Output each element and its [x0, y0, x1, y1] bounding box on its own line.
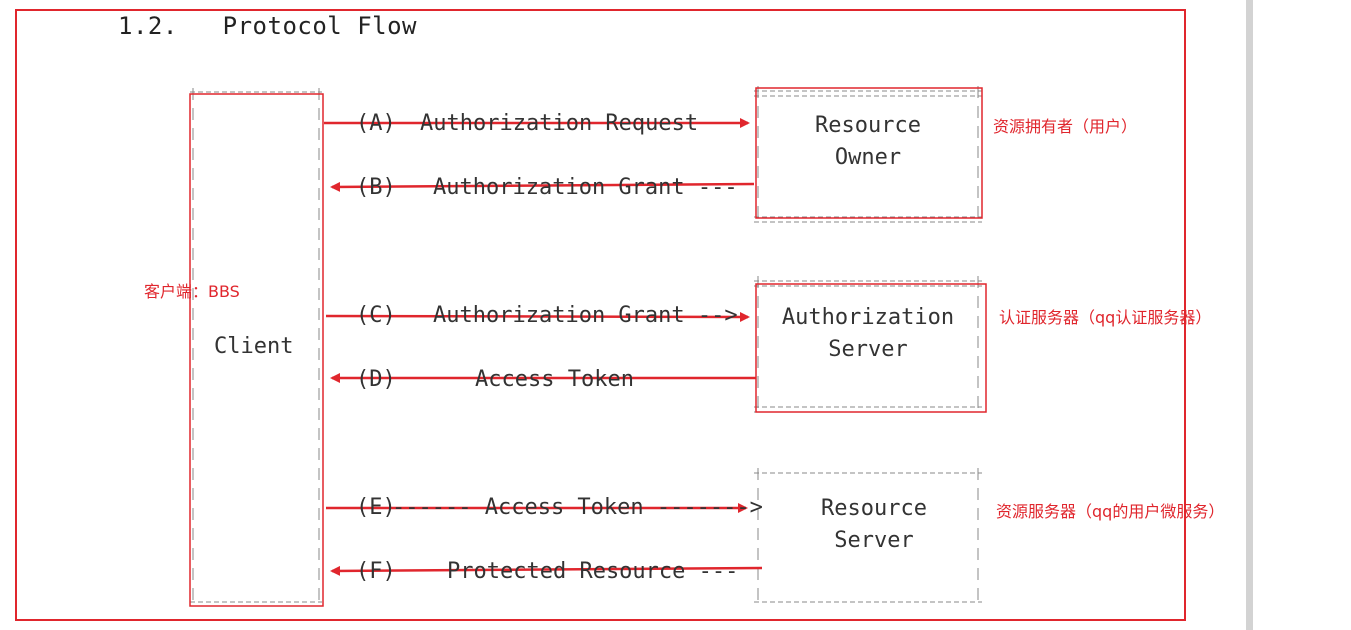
flow-d-label: Access Token: [475, 367, 634, 392]
client-label: Client: [214, 334, 294, 359]
authorization-server-highlight: [755, 283, 987, 413]
resource-owner-line2: Owner: [834, 145, 902, 170]
section-number: 1.2.: [118, 12, 178, 40]
client-box: [190, 88, 322, 606]
arrow-c: [325, 311, 750, 322]
client-note: 客户端：BBS: [144, 282, 240, 301]
section-title-text: Protocol Flow: [222, 12, 417, 40]
scrollbar[interactable]: [1246, 0, 1253, 630]
flow-a-label: Authorization Request: [420, 111, 699, 136]
flow-arrows: [324, 118, 763, 576]
arrow-f: [330, 565, 763, 576]
authorization-server-note: 认证服务器（qq认证服务器）: [999, 308, 1212, 327]
resource-server-line2: Server: [834, 528, 914, 553]
client-highlight: [189, 93, 324, 607]
flow-b-step: (B): [356, 175, 396, 200]
flow-e-label: ------ Access Token ------->: [392, 495, 763, 520]
resource-server-line1: Resource: [821, 496, 927, 521]
flow-c-step: (C): [356, 303, 396, 328]
resource-owner-box: [754, 86, 982, 226]
flow-e-step: (E): [356, 495, 396, 520]
flow-a-step: (A): [356, 111, 396, 136]
flow-f-step: (F): [356, 559, 396, 584]
resource-owner-line1: Resource: [815, 113, 921, 138]
flow-c-label: Authorization Grant -->: [433, 303, 738, 328]
flow-f-label: Protected Resource ---: [447, 559, 739, 584]
authorization-server-line1: Authorization: [781, 305, 955, 330]
resource-server-note: 资源服务器（qq的用户微服务）: [996, 502, 1225, 521]
authorization-server-line2: Server: [828, 337, 908, 362]
annotation-frame: [15, 9, 1186, 621]
resource-server-box: [754, 468, 982, 606]
resource-owner-note: 资源拥有者（用户）: [993, 117, 1138, 136]
section-title: 1.2. Protocol Flow: [118, 12, 417, 40]
flow-d-step: (D): [356, 367, 396, 392]
resource-owner-highlight: [755, 87, 983, 219]
arrow-b: [330, 181, 755, 192]
flow-b-label: Authorization Grant ---: [433, 175, 738, 200]
